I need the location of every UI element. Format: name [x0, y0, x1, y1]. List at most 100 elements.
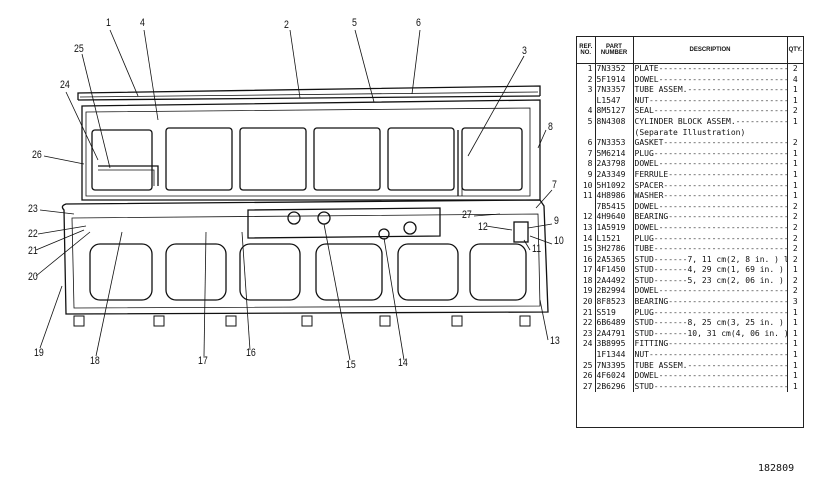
part-number-cell: 4H9640: [595, 212, 634, 223]
leader-dots: -------------------------------: [658, 222, 787, 232]
qty-cell: 2: [786, 254, 803, 266]
part-number-cell: 2A3349: [595, 169, 634, 181]
part-number-cell: 7N3395: [595, 360, 634, 372]
description-text: GASKET: [634, 138, 664, 148]
callout-13: 13: [550, 335, 560, 347]
table-row: 48M5127SEAL-----------------------------…: [577, 106, 803, 117]
description-cell: BEARING-------------------------------: [633, 297, 788, 308]
description-text: SEAL: [634, 106, 654, 116]
qty-cell: 1: [786, 339, 803, 351]
description-text: WASHER: [634, 191, 664, 201]
description-cell: PLUG-------------------------------: [633, 149, 788, 160]
callout-18: 18: [90, 355, 100, 367]
qty-cell: 2: [786, 201, 803, 213]
qty-cell: 1: [786, 116, 803, 128]
callout-21: 21: [28, 245, 38, 257]
qty-cell: 1: [786, 307, 803, 319]
description-cell: DOWEL-------------------------------: [633, 201, 788, 213]
qty-cell: 1: [786, 148, 803, 160]
part-number-cell: S519: [595, 307, 634, 319]
part-number-cell: L1521: [595, 233, 634, 245]
ref-no-cell: 21: [577, 307, 596, 319]
description-text: STUD: [634, 265, 654, 275]
table-row: (Separate Illustration): [577, 127, 803, 139]
qty-cell: 1: [786, 159, 803, 170]
part-number-cell: 2A5365: [595, 254, 634, 266]
part-number-cell: 5H1092: [595, 180, 634, 192]
callout-23: 23: [28, 203, 38, 215]
leader-dots: -------: [653, 275, 688, 285]
description-text: PLUG: [634, 233, 654, 243]
description-text: TUBE ASSEM.: [634, 360, 688, 370]
callout-1: 1: [106, 17, 111, 29]
callout-14: 14: [398, 357, 408, 369]
description-cell: STUD-------5, 23 cm(2, 06 in. ) long: [633, 275, 788, 287]
description-text: TUBE ASSEM.: [634, 85, 688, 95]
description-cell: STUD-------7, 11 cm(2, 8 in. ) long: [633, 254, 788, 266]
description-cell: PLATE-------------------------------: [633, 64, 788, 75]
description-text: BEARING: [634, 212, 669, 222]
leader-dots: -------------------------------: [663, 191, 787, 201]
description-cell: FERRULE-------------------------------: [633, 169, 788, 181]
description-text: (Separate Illustration): [634, 127, 746, 137]
ref-no-cell: 24: [577, 339, 596, 351]
callout-5: 5: [352, 17, 357, 29]
description-cell: SEAL-------------------------------: [633, 106, 788, 117]
leader-dots: -------------------------------: [687, 360, 787, 370]
cylinder-block-drawing: [35, 29, 553, 361]
table-row: 25F1914DOWEL----------------------------…: [577, 74, 803, 86]
part-number-cell: 4H8986: [595, 191, 634, 202]
part-number-cell: 2A4492: [595, 275, 634, 287]
description-cell: STUD-------10, 31 cm(4, 06 in. ) long: [633, 328, 788, 340]
description-cell: DOWEL-------------------------------: [633, 222, 788, 234]
qty-cell: 1: [786, 265, 803, 276]
qty-cell: 2: [786, 233, 803, 245]
table-row: 14L1521PLUG-----------------------------…: [577, 233, 803, 245]
leader-dots: -------------------------------: [668, 169, 787, 179]
part-number-cell: 2B6296: [595, 381, 634, 393]
description-cell: DOWEL-------------------------------: [633, 75, 788, 86]
part-number-cell: 8F8523: [595, 297, 634, 308]
qty-cell: 1: [786, 328, 803, 340]
table-row: 153H2786TUBE----------------------------…: [577, 244, 803, 255]
callout-26: 26: [32, 149, 42, 161]
description-cell: STUD-------------------------------: [633, 382, 788, 393]
description-note: 7, 11 cm(2, 8 in. ) long: [687, 254, 787, 264]
qty-cell: 1: [786, 169, 803, 181]
ref-no-cell: 13: [577, 222, 596, 234]
leader-dots: -------------------------------: [653, 244, 787, 254]
description-text: PLATE: [634, 64, 659, 73]
leader-dots: -------------------------------: [658, 201, 787, 211]
part-number-cell: 7B5415: [595, 201, 634, 213]
description-text: STUD: [634, 275, 654, 285]
description-cell: BEARING-------------------------------: [633, 212, 788, 223]
callout-6: 6: [416, 17, 421, 29]
description-cell: TUBE ASSEM.-----------------------------…: [633, 360, 788, 372]
callout-24: 24: [60, 79, 70, 91]
callout-8: 8: [548, 121, 553, 133]
leader-dots: -------------------------------: [668, 297, 787, 307]
leader-dots: -------------------------------: [658, 286, 787, 296]
part-number-cell: 2B2994: [595, 286, 634, 298]
callout-12: 12: [478, 221, 488, 233]
callout-15: 15: [346, 359, 356, 371]
qty-cell: 2: [786, 63, 803, 75]
cylinder-block-diagram: 1 2 3 4 5 6 7 8 9 10 11 12 13 14 15 16 1…: [28, 17, 564, 371]
ref-no-cell: 12: [577, 212, 596, 223]
leader-dots: -------: [653, 318, 688, 328]
description-cell: NUT-------------------------------: [633, 350, 788, 361]
description-text: NUT: [634, 350, 649, 360]
part-number-cell: 2A4791: [595, 328, 634, 340]
leader-dots: -------: [653, 328, 688, 338]
ref-no-cell: 15: [577, 244, 596, 255]
qty-cell: 1: [786, 360, 803, 372]
callout-25: 25: [74, 43, 84, 55]
callout-27: 27: [462, 209, 472, 221]
ref-no-cell: 26: [577, 371, 596, 382]
callout-3: 3: [522, 45, 527, 57]
qty-cell: 1: [786, 318, 803, 329]
